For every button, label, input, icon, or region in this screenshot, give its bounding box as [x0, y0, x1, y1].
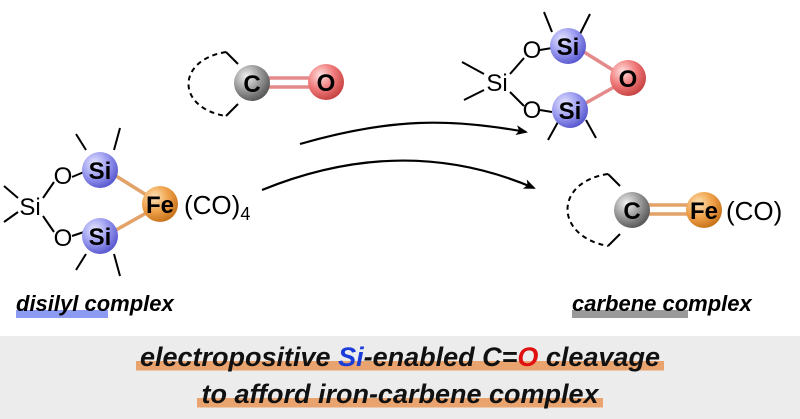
carbene-complex-structure: C Fe (CO) [566, 173, 782, 247]
disilyl-complex-label: disilyl complex [16, 291, 174, 316]
carbon-atom-carbene [614, 192, 650, 228]
caption-text-c: cleavage [538, 342, 660, 372]
si-label-bridge: Si [19, 194, 40, 221]
silicon-atom-top [82, 152, 118, 188]
oxygen-label-bottom: O [54, 225, 73, 252]
silicon-atom-siloxane-top [550, 28, 586, 64]
carbonyl-ligand-text: (CO)4 [184, 190, 250, 224]
reaction-arrow-upper [299, 121, 528, 146]
iron-atom-carbene [686, 192, 722, 228]
silicon-atom-siloxane-bottom [552, 92, 588, 128]
c-label-ketone: C [243, 71, 260, 98]
carbene-complex-label: carbene complex [572, 291, 753, 316]
si-label-bottom: Si [89, 224, 112, 251]
caption-line-2: to afford iron-carbene complex [0, 379, 800, 410]
o-label-ketone: O [317, 70, 336, 97]
caption-panel: electropositive Si-enabled C=O cleavage … [0, 336, 800, 419]
oxygen-label-siloxane-bottom: O [523, 97, 542, 124]
caption-text-b: -enabled C= [363, 342, 518, 372]
fe-label-carbene: Fe [690, 198, 718, 225]
oxygen-atom-siloxane [610, 60, 646, 96]
caption-line-1: electropositive Si-enabled C=O cleavage [0, 342, 800, 373]
c-label-carbene: C [623, 198, 640, 225]
caption-text-line2: to afford iron-carbene complex [197, 379, 603, 410]
oxygen-label-top: O [54, 163, 73, 190]
si-label-siloxane-bridge: Si [486, 70, 507, 97]
reaction-arrow-lower [261, 159, 536, 192]
carbene-carbonyl-ligand-text: (CO) [726, 196, 782, 226]
ketone-structure: C O [187, 51, 344, 117]
disilyl-underline [16, 310, 108, 318]
oxygen-atom-ketone [308, 64, 344, 100]
iron-atom [142, 186, 178, 222]
caption-o: O [517, 342, 539, 372]
si-label-top: Si [89, 158, 112, 185]
disilyl-complex-structure: Si Si Fe O O Si (CO)4 [3, 127, 250, 277]
caption-si: Si [338, 342, 364, 372]
fe-label: Fe [146, 192, 174, 219]
o-label-siloxane: O [619, 66, 638, 93]
silicon-atom-bottom [82, 218, 118, 254]
reaction-scheme: Si Si Fe O O Si (CO)4 disilyl complex C … [3, 11, 782, 318]
oxygen-label-siloxane-top: O [523, 37, 542, 64]
carbon-atom-ketone [234, 65, 270, 101]
disiloxane-structure: Si Si O O O Si [461, 11, 646, 141]
si-label-siloxane-bottom: Si [559, 98, 582, 125]
si-label-siloxane-top: Si [557, 34, 580, 61]
carbene-underline [572, 310, 688, 318]
caption-text-a: electropositive [140, 342, 339, 372]
